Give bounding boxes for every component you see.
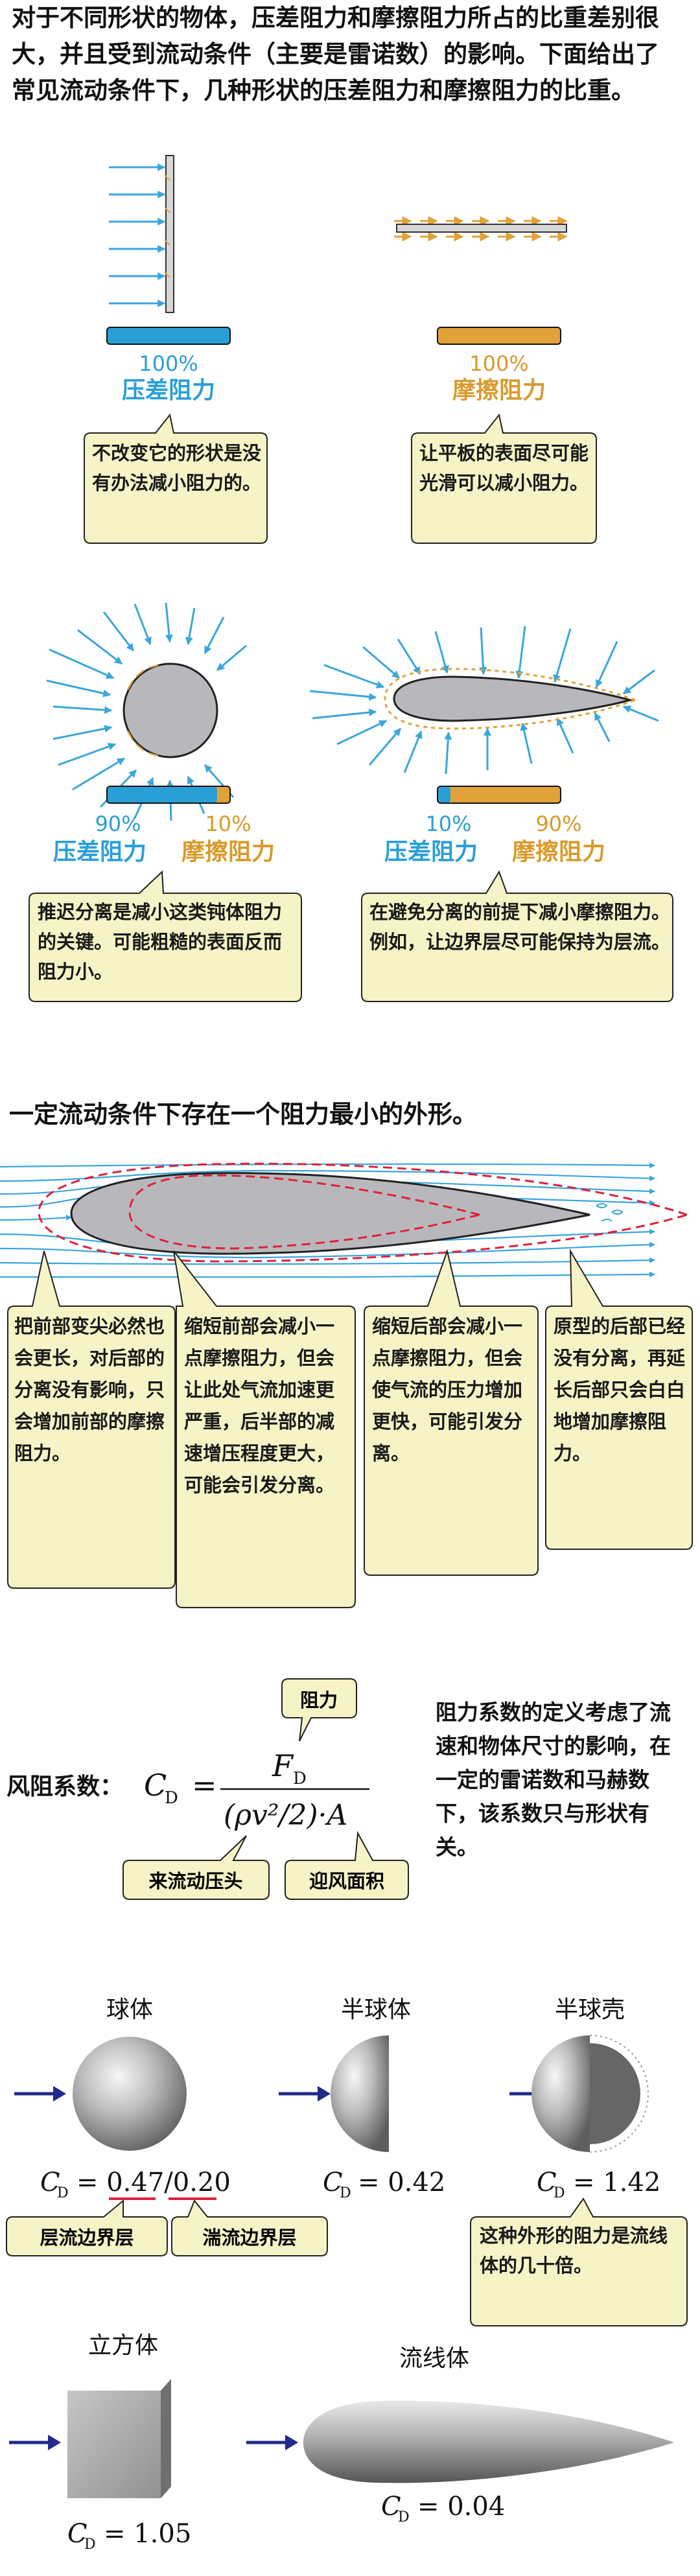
note-bubble-airfoil bbox=[361, 870, 673, 1002]
bubble-pressure bbox=[122, 1835, 270, 1900]
cylinder-ratio-bar bbox=[106, 786, 231, 804]
cd-stream-value: = 0.04 bbox=[417, 2492, 505, 2522]
pressure-bar-plate bbox=[106, 327, 231, 345]
cd-numerator: F bbox=[272, 1748, 294, 1783]
cylinder-pressure-label: 压差阻力 bbox=[53, 839, 146, 865]
plate-par-label: 摩擦阻力 bbox=[452, 377, 546, 404]
bubble-laminar bbox=[6, 2199, 168, 2256]
note-bubble-cylinder bbox=[29, 870, 302, 1002]
bubble-area-text: 迎风面积 bbox=[309, 1870, 384, 1892]
note-shell: 这种外形的阻力是流线体的几十倍。 bbox=[480, 2225, 668, 2277]
airfoil-friction-label: 摩擦阻力 bbox=[512, 839, 605, 865]
cylinder-friction-label: 摩擦阻力 bbox=[181, 839, 275, 865]
turbulent-text: 湍流边界层 bbox=[202, 2227, 296, 2249]
optimum-heading: 一定流动条件下存在一个阻力最小的外形。 bbox=[9, 1100, 478, 1129]
cd-subscript: D bbox=[165, 1788, 178, 1808]
laminar-text: 层流边界层 bbox=[40, 2227, 134, 2249]
note-opt-1: 把前部变尖必然也会更长，对后部的分离没有影响，只会增加前部的摩擦阻力。 bbox=[14, 1315, 165, 1464]
note-opt-3: 缩短后部会减小一点摩擦阻力，但会使气流的压力增加更快，可能引发分离。 bbox=[372, 1315, 523, 1464]
cd-cube-sub: D bbox=[84, 2536, 96, 2553]
friction-bar-plate bbox=[437, 327, 561, 345]
airfoil-figure bbox=[309, 626, 659, 775]
airfoil-ratio-bar bbox=[437, 786, 561, 804]
body-sphere-name: 球体 bbox=[106, 1996, 153, 2023]
plate-parallel-figure bbox=[394, 216, 568, 242]
plate-par-pct: 100% bbox=[469, 351, 528, 376]
shorter-outline bbox=[128, 1174, 480, 1250]
cd-label: 风阻系数： bbox=[6, 1774, 123, 1800]
cube-side bbox=[161, 2379, 171, 2498]
bubble-force bbox=[281, 1678, 357, 1742]
note-opt-4: 原型的后部已经没有分离，再延长后部只会白白地增加摩擦阻力。 bbox=[554, 1315, 686, 1464]
cd-cube-value: = 1.05 bbox=[104, 2519, 191, 2549]
hemisphere-shape bbox=[331, 2035, 389, 2152]
shell-outer bbox=[531, 2035, 590, 2152]
note-airfoil: 在避免分离的前提下减小摩擦阻力。例如，让边界层尽可能保持为层流。 bbox=[369, 901, 670, 953]
streamline-shape bbox=[303, 2400, 674, 2483]
note-cylinder: 推迟分离是减小这类钝体阻力的关键。可能粗糙的表面反而阻力小。 bbox=[38, 901, 283, 983]
arrow-head-cube bbox=[48, 2435, 61, 2450]
cylinder-pressure-fill bbox=[108, 787, 217, 802]
cd-stream-sub: D bbox=[398, 2509, 410, 2525]
plate-perp-label: 压差阻力 bbox=[122, 377, 215, 404]
cd-shell-value: = 1.42 bbox=[573, 2168, 660, 2197]
cd-equals: = bbox=[192, 1768, 217, 1803]
cd-shell-c: C bbox=[537, 2168, 557, 2197]
cd-sphere-sub: D bbox=[57, 2185, 69, 2201]
cd-cube-c: C bbox=[67, 2519, 88, 2549]
arrow-head-streamline bbox=[285, 2435, 298, 2450]
cylinder-figure bbox=[46, 602, 247, 821]
bubble-area bbox=[285, 1831, 409, 1900]
sphere-shape bbox=[73, 2037, 187, 2151]
bubble-force-text: 阻力 bbox=[300, 1689, 338, 1711]
cd-explanation: 阻力系数的定义考虑了流速和物体尺寸的影响，在一定的雷诺数和马赫数下，该系数只与形… bbox=[436, 1700, 671, 1860]
plate-perpendicular-figure bbox=[109, 155, 174, 313]
bubble-shell-note bbox=[470, 2197, 688, 2326]
body-streamline-name: 流线体 bbox=[399, 2345, 469, 2372]
note-bubble-opt-3 bbox=[364, 1248, 539, 1576]
cylinder-pressure-pct: 90% bbox=[95, 812, 141, 836]
intro-paragraph: 对于不同形状的物体，压差阻力和摩擦阻力所占的比重差别很大，并且受到流动条件（主要… bbox=[12, 4, 659, 104]
note-bubble-opt-4 bbox=[545, 1248, 693, 1550]
airfoil-pressure-label: 压差阻力 bbox=[384, 839, 478, 865]
note-bubble-opt-1 bbox=[7, 1250, 176, 1589]
body-shell-name: 半球壳 bbox=[555, 1996, 625, 2023]
body-cube-name: 立方体 bbox=[88, 2332, 158, 2359]
cylinder-friction-pct: 10% bbox=[205, 812, 251, 836]
body-hemisphere-name: 半球体 bbox=[341, 1996, 411, 2023]
cd-sphere-value: = 0.47/0.20 bbox=[76, 2168, 231, 2197]
cd-denominator: (ρv²/2)·A bbox=[224, 1799, 347, 1832]
cube-shape bbox=[67, 2379, 171, 2498]
airfoil-pressure-pct: 10% bbox=[425, 812, 471, 836]
note-bubble-plate-par bbox=[411, 413, 597, 544]
arrow-head-hemisphere bbox=[318, 2086, 331, 2102]
airfoil-friction-pct: 90% bbox=[535, 812, 581, 836]
bubble-pressure-text: 来流动压头 bbox=[148, 1870, 242, 1892]
plate-perp-pct: 100% bbox=[139, 351, 198, 376]
cd-numerator-sub: D bbox=[293, 1769, 307, 1788]
note-opt-2: 缩短前部会减小一点摩擦阻力，但会让此处气流加速更严重，后半部的减速增压程度更大，… bbox=[184, 1315, 335, 1496]
note-plate-perp: 不改变它的形状是没有办法减小阻力的。 bbox=[92, 442, 262, 494]
note-plate-par: 让平板的表面尽可能光滑可以减小阻力。 bbox=[419, 442, 589, 494]
cd-shell-sub: D bbox=[554, 2185, 565, 2201]
airfoil-pressure-fill bbox=[438, 787, 450, 802]
cd-symbol: C bbox=[144, 1768, 167, 1803]
optimum-airfoil-body bbox=[70, 1172, 590, 1255]
cd-hemi-c: C bbox=[323, 2168, 343, 2197]
cd-hemi-value: = 0.42 bbox=[358, 2168, 445, 2197]
cd-stream-c: C bbox=[381, 2492, 401, 2522]
bubble-turbulent bbox=[171, 2199, 328, 2256]
cd-hemi-sub: D bbox=[340, 2185, 351, 2201]
shell-inner bbox=[590, 2043, 640, 2144]
wake-swirls bbox=[596, 1203, 624, 1222]
arrow-head-sphere bbox=[53, 2086, 66, 2102]
note-bubble-opt-2 bbox=[173, 1250, 356, 1608]
note-bubble-plate-perp bbox=[84, 413, 268, 544]
cd-sphere-c: C bbox=[40, 2168, 60, 2197]
shell-dashed-edge bbox=[589, 2035, 649, 2153]
